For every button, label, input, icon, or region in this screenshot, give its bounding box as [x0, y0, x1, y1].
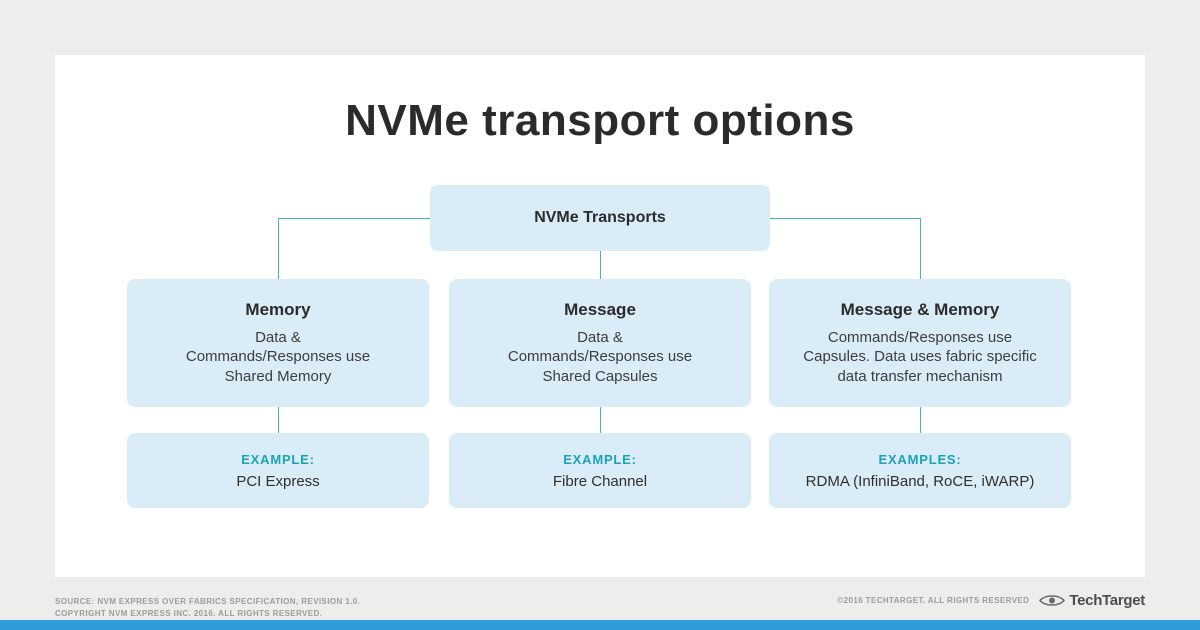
node-memory-heading: Memory [245, 299, 311, 319]
node-nvme-transports-label: NVMe Transports [534, 209, 666, 226]
connector-line-message-memory-example [920, 407, 921, 433]
node-memory-example-label: EXAMPLE: [241, 451, 315, 467]
source-line-2: COPYRIGHT NVM EXPRESS INC. 2016. ALL RIG… [55, 609, 323, 619]
node-memory-description: Data & Commands/Responses use Shared Mem… [185, 328, 371, 385]
node-message-description: Data & Commands/Responses use Shared Cap… [507, 328, 693, 385]
node-memory-example: EXAMPLE: PCI Express [127, 433, 429, 508]
connector-line-message-example [600, 407, 601, 433]
connector-line-left-horizontal [278, 218, 431, 219]
node-memory-example-value: PCI Express [236, 472, 320, 490]
bottom-accent-bar [0, 620, 1200, 630]
source-line-1: SOURCE: NVM EXPRESS OVER FABRICS SPECIFI… [55, 597, 361, 606]
copyright-text: ©2016 TECHTARGET. ALL RIGHTS RESERVED [837, 596, 1030, 605]
node-message-example: EXAMPLE: Fibre Channel [449, 433, 751, 508]
node-message-and-memory-example: EXAMPLES: RDMA (InfiniBand, RoCE, iWARP) [769, 433, 1071, 508]
node-message-and-memory-example-label: EXAMPLES: [878, 451, 962, 467]
node-message: Message Data & Commands/Responses use Sh… [449, 279, 751, 407]
connector-line-left-vertical [278, 218, 279, 279]
node-message-heading: Message [564, 299, 636, 319]
connector-line-center-vertical [600, 251, 601, 279]
footer-branding: ©2016 TECHTARGET. ALL RIGHTS RESERVED Te… [837, 592, 1145, 609]
node-memory: Memory Data & Commands/Responses use Sha… [127, 279, 429, 407]
techtarget-eye-icon [1039, 595, 1066, 606]
connector-line-right-horizontal [769, 218, 921, 219]
page-title: NVMe transport options [345, 96, 855, 145]
techtarget-brand-text: TechTarget [1069, 592, 1145, 609]
connector-line-right-vertical [920, 218, 921, 279]
node-message-and-memory-description: Commands/Responses use Capsules. Data us… [803, 328, 1037, 385]
node-message-and-memory: Message & Memory Commands/Responses use … [769, 279, 1071, 407]
node-message-example-value: Fibre Channel [552, 472, 648, 490]
node-message-example-label: EXAMPLE: [563, 451, 637, 467]
node-message-and-memory-heading: Message & Memory [840, 299, 1000, 319]
node-message-and-memory-example-value: RDMA (InfiniBand, RoCE, iWARP) [805, 472, 1035, 490]
source-attribution: SOURCE: NVM EXPRESS OVER FABRICS SPECIFI… [55, 596, 360, 621]
techtarget-logo: TechTarget [1039, 592, 1145, 609]
connector-line-memory-example [278, 407, 279, 433]
node-nvme-transports: NVMe Transports [430, 185, 770, 251]
